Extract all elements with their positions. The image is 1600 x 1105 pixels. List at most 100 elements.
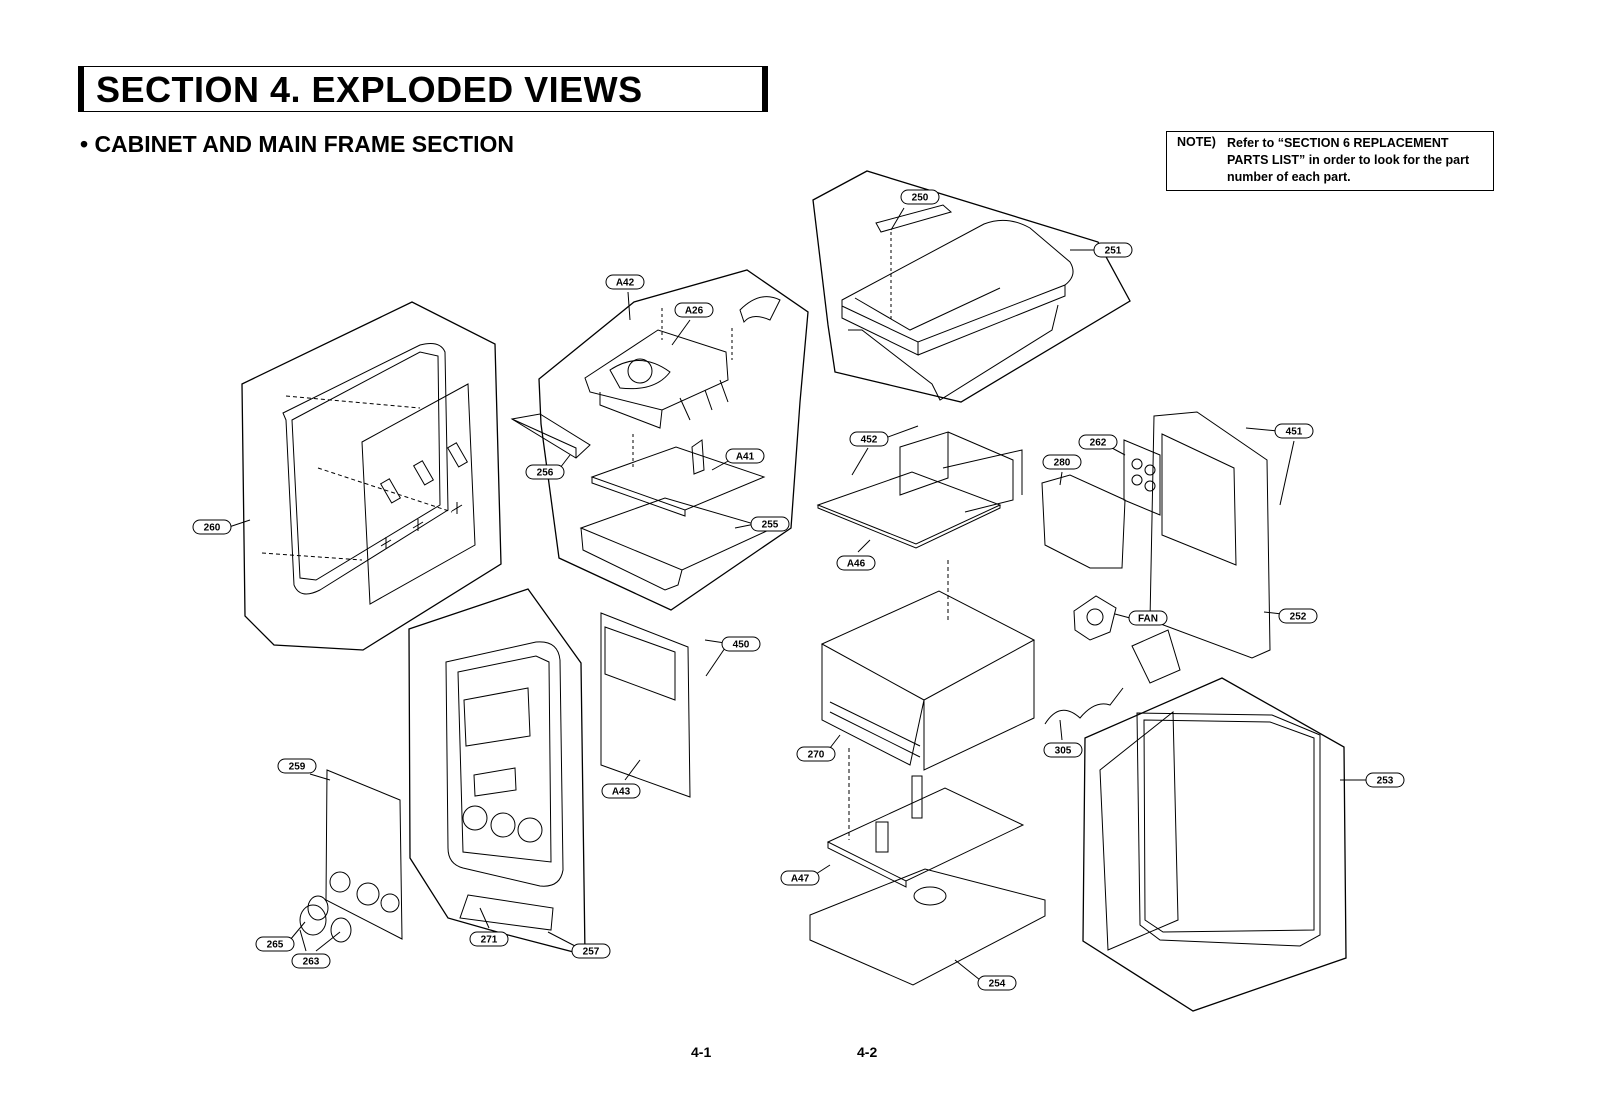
callout-450: 450 [704, 636, 761, 677]
callout-a47: A47 [780, 864, 831, 886]
callout-451: 451 [1245, 423, 1314, 506]
callout-text: 259 [289, 762, 306, 773]
callout-text: 251 [1105, 246, 1122, 257]
callout-leader-line [547, 931, 576, 947]
callout-bubble [721, 636, 761, 652]
callout-leader-line [829, 734, 841, 749]
callout-305: 305 [1043, 719, 1083, 758]
callout-a43: A43 [601, 759, 641, 799]
callout-text: 452 [861, 435, 878, 446]
callout-250: 250 [890, 189, 940, 231]
callout-leader-line [299, 929, 307, 952]
callout-452: 452 [849, 425, 919, 476]
callout-text: 257 [583, 947, 600, 958]
part-top-cover [841, 204, 1074, 401]
callout-252: 252 [1263, 608, 1318, 624]
callout-leader-line [887, 425, 919, 438]
callout-leader-line [954, 959, 981, 981]
callout-271: 271 [469, 907, 509, 947]
callout-text: A26 [685, 306, 704, 317]
callout-text: 255 [762, 520, 779, 531]
callout-leader-line [624, 759, 641, 781]
callout-254: 254 [954, 959, 1017, 991]
callout-text: 451 [1286, 427, 1303, 438]
callout-bubble [796, 746, 836, 762]
callout-265: 265 [255, 921, 306, 952]
section-title: SECTION 4. EXPLODED VIEWS [96, 69, 643, 110]
callout-leader-line [228, 519, 251, 528]
note-text: Refer to “SECTION 6 REPLACEMENT PARTS LI… [1227, 136, 1470, 184]
callout-text: A47 [791, 874, 810, 885]
callout-263: 263 [291, 929, 341, 969]
part-main-frame [809, 431, 1046, 986]
callout-bubble [601, 783, 641, 799]
callout-259: 259 [277, 758, 331, 781]
callout-fan: FAN [1114, 610, 1168, 626]
callout-bubble [605, 274, 645, 290]
callout-leader-line [857, 539, 871, 553]
callout-leader-line [559, 454, 571, 469]
group-outline-back-panel [241, 301, 502, 651]
callout-text: 253 [1377, 776, 1394, 787]
callout-bubble [977, 975, 1017, 991]
callout-leader-line [851, 447, 869, 476]
section-subtitle: • CABINET AND MAIN FRAME SECTION [80, 131, 514, 157]
callout-270: 270 [796, 734, 841, 762]
callout-a46: A46 [836, 539, 876, 571]
callout-text: 260 [204, 523, 221, 534]
callout-leader-line [1059, 471, 1063, 486]
callout-bubble [1278, 608, 1318, 624]
callout-bubble [780, 870, 820, 886]
callout-bubble [1093, 242, 1133, 258]
callout-leader-line [705, 647, 726, 677]
group-outline-side-panel [1082, 677, 1347, 1012]
callout-bubble [1043, 742, 1083, 758]
note-label: NOTE) [1177, 135, 1216, 149]
callout-text: 305 [1055, 746, 1072, 757]
callout-leader-line [1279, 440, 1295, 506]
callout-text: A41 [736, 452, 755, 463]
callout-leader-line [627, 291, 631, 321]
callout-text: 280 [1054, 458, 1071, 469]
callout-text: 252 [1290, 612, 1307, 623]
callout-a42: A42 [605, 274, 645, 321]
callout-bubble [836, 555, 876, 571]
callout-bubble [674, 302, 714, 318]
callout-255: 255 [734, 516, 790, 532]
callout-bubble [525, 464, 565, 480]
note-box: NOTE) Refer to “SECTION 6 REPLACEMENT PA… [1166, 131, 1494, 191]
callout-bubble [1042, 454, 1082, 470]
callout-leader-line [711, 459, 731, 471]
callout-bubble [1365, 772, 1405, 788]
callout-leader-line [309, 773, 331, 781]
callout-bubble [1274, 423, 1314, 439]
callout-leader-line [479, 907, 490, 929]
callout-253: 253 [1340, 772, 1405, 788]
part-front-panel [299, 612, 691, 943]
group-outline-front-panel [408, 588, 586, 956]
callout-260: 260 [192, 519, 251, 535]
callout-bubble [571, 943, 611, 959]
callout-leader-line [1245, 427, 1279, 432]
callout-leader-line [671, 319, 691, 346]
callout-a26: A26 [671, 302, 714, 346]
callout-262: 262 [1078, 434, 1126, 456]
callout-280: 280 [1042, 454, 1082, 486]
part-cd-mechanism [510, 296, 781, 591]
callout-bubble [291, 953, 331, 969]
part-back-panel [261, 343, 476, 605]
group-outline-top-cover [812, 170, 1131, 403]
page-number-right: 4-2 [857, 1044, 878, 1060]
callout-bubble [849, 431, 889, 447]
callout-bubble [469, 931, 509, 947]
callout-bubble [255, 936, 295, 952]
callout-leader-line [890, 207, 905, 231]
callout-text: 256 [537, 468, 554, 479]
callout-text: 262 [1090, 438, 1107, 449]
callout-bubble [750, 516, 790, 532]
callout-text: A46 [847, 559, 866, 570]
callout-256: 256 [525, 454, 571, 480]
callout-text: 450 [733, 640, 750, 651]
